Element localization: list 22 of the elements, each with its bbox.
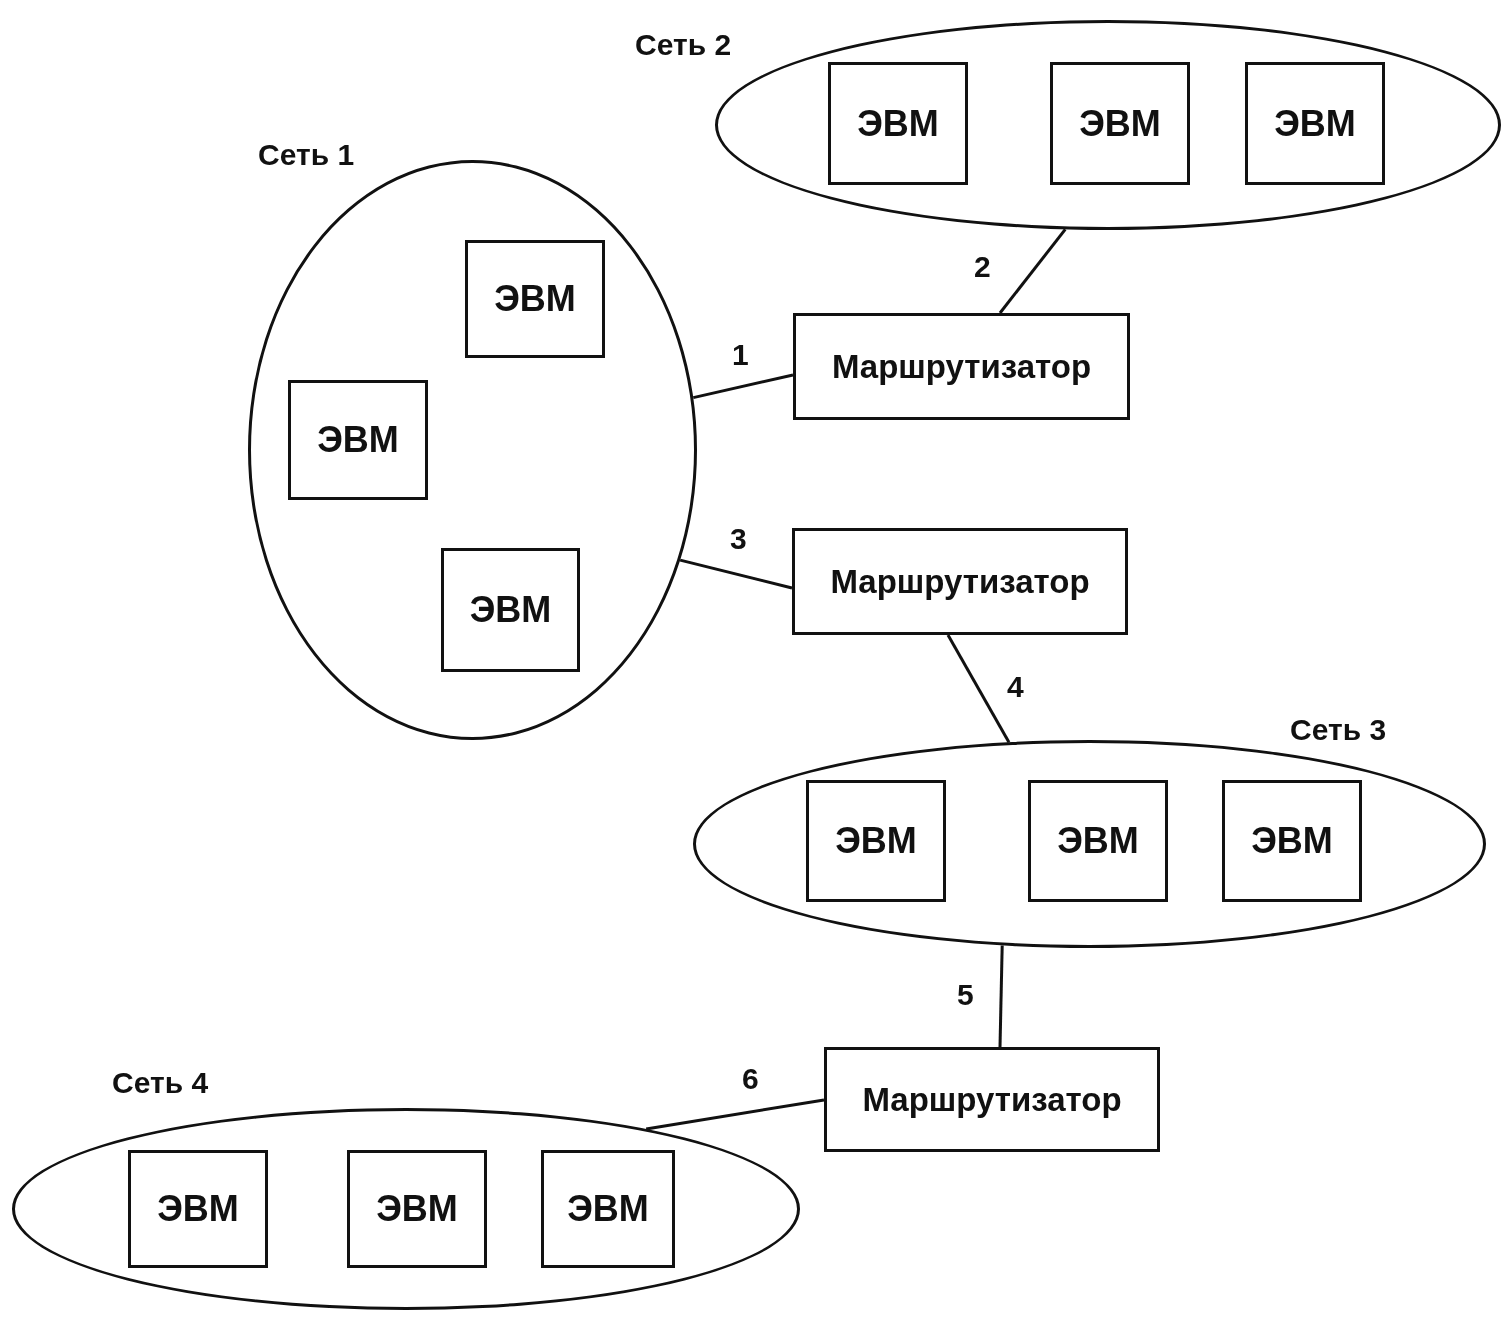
- computer-box: ЭВМ: [806, 780, 946, 902]
- computer-box: ЭВМ: [1222, 780, 1362, 902]
- computer-box: ЭВМ: [347, 1150, 487, 1268]
- router-box: Маршрутизатор: [792, 528, 1128, 635]
- network-label: Сеть 1: [258, 138, 355, 172]
- network-label: Сеть 3: [1290, 713, 1387, 747]
- connection-line: [998, 228, 1067, 314]
- computer-box: ЭВМ: [828, 62, 968, 185]
- computer-box: ЭВМ: [465, 240, 605, 358]
- computer-box: ЭВМ: [1245, 62, 1385, 185]
- computer-box: ЭВМ: [1050, 62, 1190, 185]
- router-box: Маршрутизатор: [824, 1047, 1160, 1152]
- network-label: Сеть 4: [112, 1066, 209, 1100]
- computer-box: ЭВМ: [288, 380, 428, 500]
- computer-box: ЭВМ: [441, 548, 580, 672]
- connection-line: [679, 558, 793, 590]
- computer-box: ЭВМ: [541, 1150, 675, 1268]
- computer-box: ЭВМ: [128, 1150, 268, 1268]
- connection-line: [645, 1098, 825, 1131]
- router-box: Маршрутизатор: [793, 313, 1130, 420]
- computer-box: ЭВМ: [1028, 780, 1168, 902]
- network-label: Сеть 2: [635, 28, 732, 62]
